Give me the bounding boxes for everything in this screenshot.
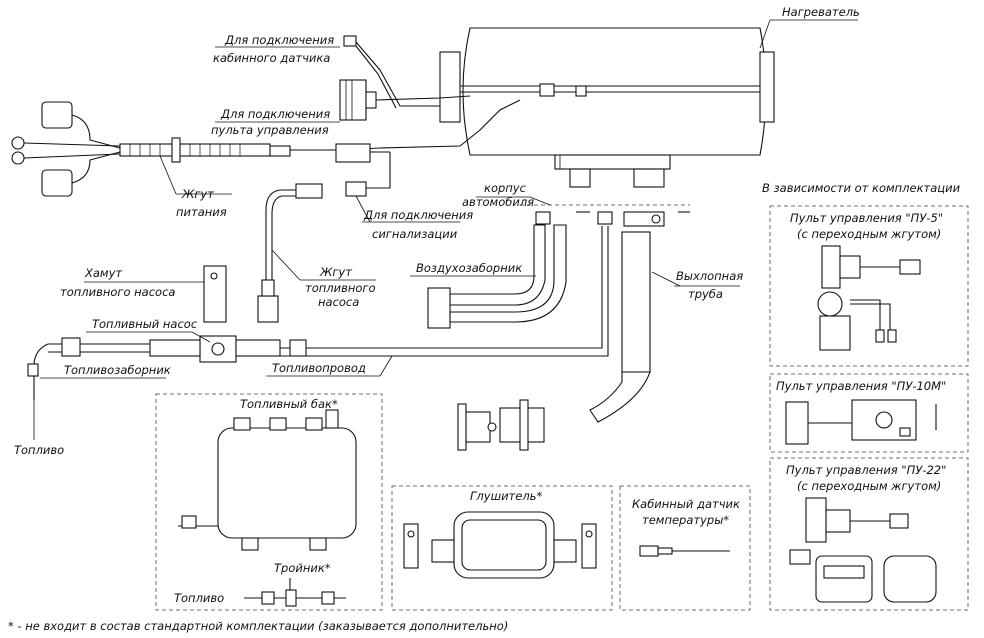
pu22-text-2: (с переходным жгутом): [797, 479, 941, 493]
pump-harness-text-1: Жгут: [319, 265, 352, 279]
alarm-connector-text-2: сигнализации: [372, 227, 458, 241]
control-panels: В зависимости от комплектации Пульт упра…: [762, 181, 969, 611]
fuel-pump-text: Топливный насос: [92, 317, 198, 331]
cabin-temp-text-2: температуры*: [642, 513, 729, 527]
alarm-connector: Для подключения сигнализации: [335, 143, 473, 241]
heater-label: Нагреватель: [759, 5, 860, 49]
pu22-text-1: Пульт управления "ПУ-22": [786, 463, 946, 477]
fuel-in-text: Топливо: [14, 443, 64, 457]
fuel-tank-text: Топливный бак*: [240, 397, 338, 411]
air-intake-text: Воздухозаборник: [416, 261, 522, 275]
fuel-bottom-text: Топливо: [174, 591, 224, 605]
fuel-tank-box: Топливный бак* Тройник* Топливо: [155, 393, 383, 611]
air-intake: Воздухозаборник: [410, 224, 567, 329]
power-harness-text-1: Жгут: [181, 187, 214, 201]
power-harness: Жгут питания: [11, 99, 521, 219]
footnote-text: * - не входит в состав стандартной компл…: [8, 619, 508, 633]
depends-kit-text: В зависимости от комплектации: [762, 181, 961, 195]
cabin-sensor-connector-text-1: Для подключения: [224, 33, 334, 47]
cabin-temp-text-1: Кабинный датчик: [632, 497, 740, 511]
muffler-text: Глушитель*: [470, 489, 542, 503]
body-text-2: автомобиля: [462, 195, 534, 209]
cabin-temp-box: Кабинный датчик температуры*: [619, 485, 751, 611]
fuel-line-text: Топливопровод: [272, 361, 366, 375]
exhaust-text-2: труба: [688, 287, 723, 301]
panel-connector: Для подключения пульта управления: [211, 79, 471, 137]
pu5-text-2: (с переходным жгутом): [797, 227, 941, 241]
alarm-connector-text-1: Для подключения: [363, 208, 473, 222]
pump-harness-text-2: топливного: [305, 281, 376, 295]
tee-text: Тройник*: [274, 561, 331, 575]
muffler-box: Глушитель*: [391, 485, 613, 611]
pump-harness: Жгут топливного насоса: [257, 183, 376, 323]
exhaust-assembly: [457, 399, 545, 451]
cabin-sensor-connector: Для подключения кабинного датчика: [213, 33, 440, 109]
panel-connector-text-1: Для подключения: [220, 107, 330, 121]
cabin-sensor-connector-text-2: кабинного датчика: [213, 51, 330, 65]
pump-harness-text-3: насоса: [318, 295, 359, 309]
pu10m-text: Пульт управления "ПУ-10М": [776, 379, 946, 393]
heater: [439, 27, 775, 188]
power-harness-text-2: питания: [176, 205, 227, 219]
car-body: корпус автомобиля: [462, 181, 690, 227]
heater-text: Нагреватель: [782, 5, 860, 19]
pump-clamp-text-1: Хамут: [84, 266, 122, 280]
pump-clamp-text-2: топливного насоса: [60, 285, 175, 299]
fuel-intake-text: Топливозаборник: [64, 363, 171, 377]
exhaust-pipe: Выхлопная труба: [589, 231, 743, 423]
panel-connector-text-2: пульта управления: [211, 123, 329, 137]
pump-clamp: Хамут топливного насоса: [60, 265, 227, 323]
pu5-text-1: Пульт управления "ПУ-5": [790, 211, 943, 225]
body-text-1: корпус: [484, 181, 527, 195]
fuel-line: Топливный насос Топливозаборник Топливоп…: [14, 226, 609, 457]
exhaust-text-1: Выхлопная: [676, 269, 743, 283]
